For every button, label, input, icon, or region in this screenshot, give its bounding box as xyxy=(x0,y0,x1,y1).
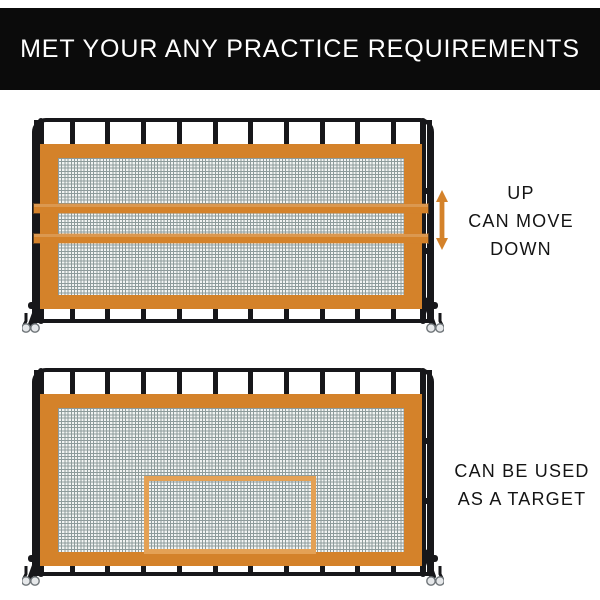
adjustable-strap xyxy=(34,204,428,213)
banner-title: MET YOUR ANY PRACTICE REQUIREMENTS xyxy=(20,34,580,63)
bottom-rebounder xyxy=(14,362,446,590)
mesh-net xyxy=(58,158,404,295)
callout-line: DOWN xyxy=(490,238,552,259)
mesh-panel xyxy=(40,394,422,566)
adjustable-strap xyxy=(34,234,428,243)
frame-post-right xyxy=(420,368,426,577)
header-banner: MET YOUR ANY PRACTICE REQUIREMENTS xyxy=(0,8,600,90)
callout-line: CAN BE USED xyxy=(454,461,590,481)
double-arrow-vertical-icon xyxy=(432,188,452,252)
caster-wheel-icon xyxy=(22,313,48,333)
target-rectangle xyxy=(144,476,316,554)
callout-up-can-move-down: UP CAN MOVE DOWN xyxy=(455,180,587,264)
caster-wheel-icon xyxy=(418,566,444,586)
callout-line: CAN MOVE xyxy=(468,210,574,231)
top-rebounder xyxy=(14,112,446,337)
callout-line: AS A TARGET xyxy=(457,488,587,509)
caster-wheel-icon xyxy=(22,566,48,586)
mesh-panel xyxy=(34,144,428,309)
callout-line: UP xyxy=(507,183,535,203)
caster-wheel-icon xyxy=(418,313,444,333)
frame-post-right xyxy=(420,118,426,324)
callout-can-be-used-as-a-target: CAN BE USED AS A TARGET xyxy=(452,458,592,514)
